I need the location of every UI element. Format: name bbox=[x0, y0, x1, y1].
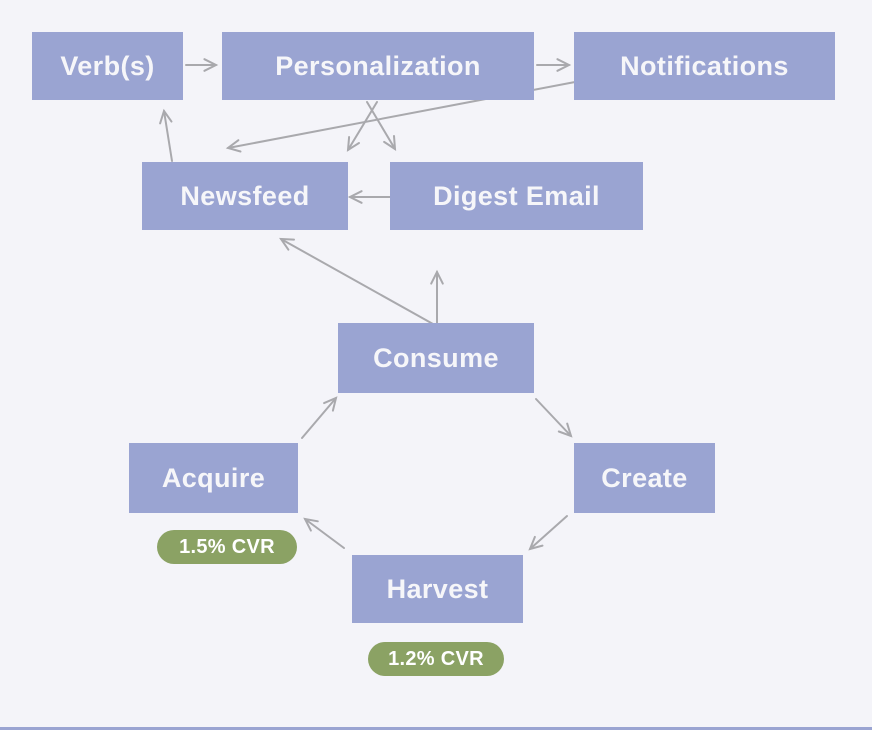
arrow-consume-to-create bbox=[535, 398, 573, 438]
node-label: Notifications bbox=[620, 50, 789, 81]
arrow-create-to-harvest bbox=[528, 515, 568, 551]
node-label: Harvest bbox=[386, 573, 489, 604]
arrowhead-icon bbox=[557, 422, 573, 438]
arrow-personalization-to-notifications bbox=[536, 58, 572, 72]
arrow-acquire-to-consume bbox=[301, 396, 338, 439]
node-create: Create bbox=[574, 443, 715, 513]
arrow-harvest-to-acquire bbox=[303, 517, 345, 549]
arrowhead-icon bbox=[323, 396, 338, 412]
node-newsfeed: Newsfeed bbox=[142, 162, 348, 230]
node-label: Personalization bbox=[275, 50, 481, 81]
node-notifications: Notifications bbox=[574, 32, 835, 100]
arrowhead-icon bbox=[528, 535, 544, 551]
arrow-consume-to-digest-email bbox=[430, 269, 444, 325]
bottom-accent-bar bbox=[0, 727, 872, 730]
badge-harvest-cvr: 1.2% CVR bbox=[368, 642, 504, 676]
arrowhead-icon bbox=[346, 136, 360, 152]
arrowhead-icon bbox=[383, 135, 397, 151]
arrow-personalization-to-digest-email bbox=[366, 101, 397, 151]
node-label: Acquire bbox=[161, 462, 266, 493]
arrowhead-icon bbox=[556, 58, 572, 72]
node-label: Verb(s) bbox=[60, 50, 155, 81]
arrowhead-icon bbox=[347, 190, 363, 204]
node-label: Newsfeed bbox=[180, 180, 310, 211]
node-verbs: Verb(s) bbox=[32, 32, 183, 100]
node-label: Digest Email bbox=[433, 180, 600, 211]
node-harvest: Harvest bbox=[352, 555, 523, 623]
arrowhead-icon bbox=[203, 58, 219, 72]
arrowhead-icon bbox=[430, 269, 444, 285]
badge-label: 1.5% CVR bbox=[179, 535, 275, 558]
arrowhead-icon bbox=[159, 108, 173, 125]
arrowhead-icon bbox=[225, 139, 242, 153]
arrow-consume-to-newsfeed bbox=[279, 237, 434, 325]
node-label: Consume bbox=[373, 342, 499, 373]
arrowhead-icon bbox=[303, 517, 319, 532]
arrowhead-icon bbox=[279, 237, 295, 251]
arrow-personalization-to-newsfeed bbox=[346, 101, 378, 152]
node-consume: Consume bbox=[338, 323, 534, 393]
arrow-verbs-to-personalization bbox=[185, 58, 219, 72]
node-label: Create bbox=[601, 462, 688, 493]
badge-acquire-cvr: 1.5% CVR bbox=[157, 530, 297, 564]
node-digest-email: Digest Email bbox=[390, 162, 643, 230]
arrow-digest-email-to-newsfeed bbox=[347, 190, 392, 204]
node-personalization: Personalization bbox=[222, 32, 534, 100]
arrow-newsfeed-to-verbs bbox=[159, 108, 173, 162]
node-acquire: Acquire bbox=[129, 443, 298, 513]
badge-label: 1.2% CVR bbox=[388, 647, 484, 670]
